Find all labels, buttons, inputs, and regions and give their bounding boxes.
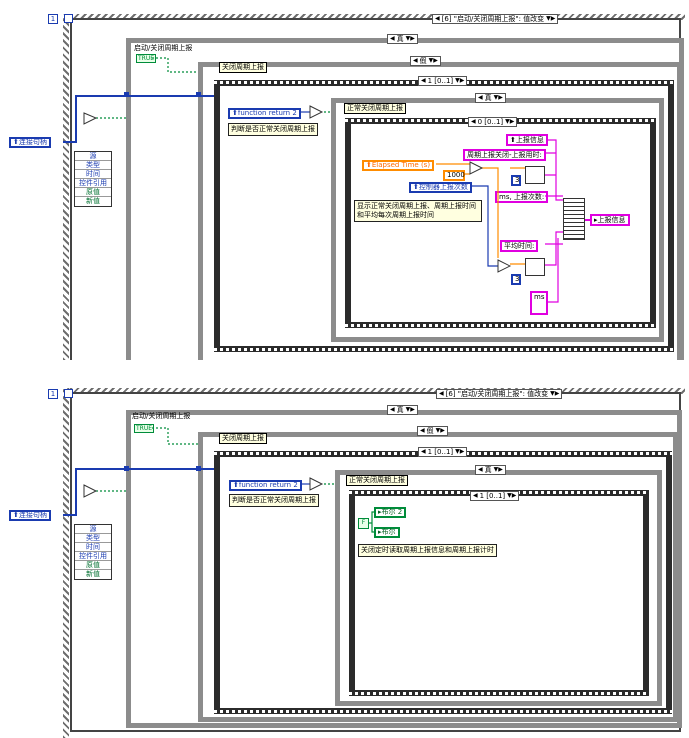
event-row-time: 时间 (75, 170, 111, 179)
loop-stripe-top (63, 14, 685, 20)
normal-close-label: 正常关闭周期上报 (344, 103, 406, 114)
ms-count-label-const: ms, 上报次数: (495, 191, 549, 203)
read-comment: 关闭定时读取周期上报信息和周期上报计时 (358, 544, 497, 557)
format-node-a (525, 166, 545, 184)
inner-case-selector-2[interactable]: ◀真▼▶ (475, 465, 506, 475)
event-data-node-2: 源 类型 时间 控件引用 原值 新值 (74, 524, 112, 580)
event-row-ctlref: 控件引用 (75, 179, 111, 188)
event-row-new: 新值 (86, 197, 100, 205)
const-1000: 1000 (443, 170, 465, 181)
event-row-ctlref-2: 控件引用 (75, 552, 111, 561)
top-diagram: 1 ◀[6] "启动/关闭周期上报": 值改变▼▶ ◀真▼▶ 启动/关闭周期上报… (0, 0, 689, 360)
event-row-new-2: 新值 (86, 570, 100, 578)
stop-terminal-icon[interactable] (64, 14, 73, 23)
bool-icon: ▸ (378, 528, 382, 536)
digit-three-b: 3 (511, 274, 521, 285)
inner-sequence-structure-2 (349, 490, 649, 696)
bottom-diagram: 1 ◀[6] "启动/关闭周期上报": 值改变▼▶ ◀真▼▶ 启动/关闭周期上报… (0, 370, 689, 738)
event-selector-2[interactable]: ◀[6] "启动/关闭周期上报": 值改变▼▶ (436, 389, 563, 399)
event-row-old: 原值 (75, 188, 111, 197)
event-row-time-2: 时间 (75, 543, 111, 552)
inner-label-2: 关闭周期上报 (219, 433, 267, 444)
function-comment: 判断是否正常关闭周期上报 (228, 123, 318, 136)
function-comment-2: 判断是否正常关闭周期上报 (229, 494, 319, 507)
sequence-frame-selector-2[interactable]: ◀1 [0..1]▼▶ (418, 447, 468, 457)
outer-label: 启动/关闭周期上报 (134, 44, 193, 52)
handle-control[interactable]: ⬆连接句柄 (9, 137, 51, 148)
report-info-output[interactable]: ▸上报信息 (590, 214, 630, 226)
event-selector[interactable]: ◀[6] "启动/关闭周期上报": 值改变▼▶ (432, 14, 559, 24)
loop-index-terminal: 1 (48, 14, 58, 24)
while-loop-frame-2 (63, 388, 685, 738)
sequence-frame-selector[interactable]: ◀1 [0..1]▼▶ (418, 76, 468, 86)
display-comment: 显示正常关闭周期上报、周期上报时间和平均每次周期上报时间 (354, 200, 482, 222)
concatenate-strings-node (563, 198, 585, 240)
panel-divider (0, 360, 689, 370)
controller-count-control[interactable]: ⬆控制器上报次数 (409, 182, 472, 193)
bool-indicator[interactable]: ▸布尔 (374, 527, 400, 538)
avg-time-label-const: 平均时间: (500, 240, 539, 252)
function-return-control-2[interactable]: ⬆function return 2 (229, 480, 302, 491)
inner-label: 关闭周期上报 (219, 62, 267, 73)
inner-sequence-selector-2[interactable]: ◀1 [0..1]▼▶ (470, 491, 520, 501)
display-comment-text: 显示正常关闭周期上报、周期上报时间和平均每次周期上报时间 (357, 202, 476, 219)
event-row-source-2: 源 (75, 525, 111, 534)
loop-stripe-left (63, 14, 69, 360)
handle-control-2[interactable]: ⬆连接句柄 (9, 510, 51, 521)
loop-stripe-top-2 (63, 388, 685, 394)
ms-label-const: ms (530, 291, 548, 315)
handle-control-icon: ⬆ (13, 138, 19, 146)
event-row-source: 源 (75, 152, 111, 161)
event-row-type: 类型 (75, 161, 111, 170)
function-return-icon-2: ⬆ (233, 481, 239, 489)
bool2-icon: ▸ (378, 508, 382, 516)
outer-label-2: 启动/关闭周期上报 (132, 412, 191, 420)
function-return-icon: ⬆ (232, 109, 238, 117)
inner-sequence-selector[interactable]: ◀0 [0..1]▼▶ (468, 117, 518, 127)
elapsed-time-icon: ⬆ (366, 161, 372, 169)
period-time-label-const: 周期上报关闭-上报用时: (463, 149, 546, 161)
inner-case-selector[interactable]: ◀真▼▶ (475, 93, 506, 103)
bool-true-constant: TRUE (136, 54, 157, 63)
digit-three-a: 3 (511, 175, 521, 186)
event-row-old-2: 原值 (75, 561, 111, 570)
case-selector-false-2[interactable]: ◀假▼▶ (417, 426, 448, 436)
report-info-input[interactable]: ⬆上报信息 (506, 134, 548, 146)
normal-close-label-2: 正常关闭周期上报 (346, 475, 408, 486)
bool-false-constant: F (358, 518, 369, 529)
while-loop-frame (63, 14, 685, 360)
stop-terminal-icon-2[interactable] (64, 389, 73, 398)
event-data-node: 源 类型 时间 控件引用 原值 新值 (74, 151, 112, 207)
loop-stripe-left-2 (63, 388, 69, 738)
report-info-output-icon: ▸ (594, 216, 598, 224)
bool-true-constant-2: TRUE (134, 424, 155, 433)
report-info-icon: ⬆ (510, 136, 516, 144)
handle-control-icon-2: ⬆ (13, 511, 19, 519)
format-node-b (525, 258, 545, 276)
case-selector-true-2[interactable]: ◀真▼▶ (387, 405, 418, 415)
elapsed-time-control[interactable]: ⬆Elapsed Time (s) (362, 160, 435, 171)
controller-count-icon: ⬆ (413, 183, 419, 191)
event-row-type-2: 类型 (75, 534, 111, 543)
function-return-control[interactable]: ⬆function return 2 (228, 108, 301, 119)
bool2-indicator[interactable]: ▸布尔 2 (374, 507, 407, 518)
case-selector-false[interactable]: ◀假▼▶ (410, 56, 441, 66)
case-selector-true[interactable]: ◀真▼▶ (387, 34, 418, 44)
loop-index-terminal-2: 1 (48, 389, 58, 399)
